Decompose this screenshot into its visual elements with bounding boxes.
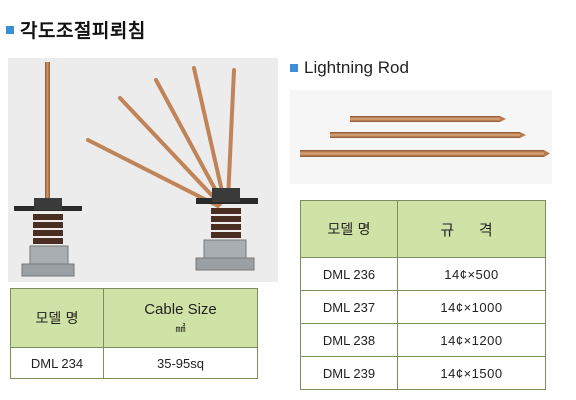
cell-model: DML 239 (300, 356, 398, 390)
table-row: DML 238 14¢×1200 (300, 323, 546, 357)
cell-cable-size: 35-95sq (103, 347, 258, 379)
table-row: DML 239 14¢×1500 (300, 356, 546, 390)
table-header-row: 모델 명 규 격 (300, 200, 546, 258)
bullet-square-icon (290, 64, 298, 72)
cell-spec: 14¢×1000 (397, 290, 546, 324)
cell-model: DML 236 (300, 257, 398, 291)
header-model: 모델 명 (10, 288, 104, 348)
table-row: DML 236 14¢×500 (300, 257, 546, 291)
section-title-lightning-rod: Lightning Rod (290, 58, 409, 78)
header-spec: 규 격 (397, 200, 546, 258)
angle-rod-illustration (14, 62, 258, 277)
spec-table: 모델 명 규 격 DML 236 14¢×500 DML 237 14¢×100… (300, 200, 546, 390)
angle-rod-photo (8, 58, 278, 282)
header-model: 모델 명 (300, 200, 398, 258)
lightning-rod-illustration (300, 116, 550, 157)
header-cable-size-label: Cable Size (144, 301, 217, 318)
header-cable-size: Cable Size ㎟ (103, 288, 258, 348)
table-row: DML 234 35-95sq (10, 347, 258, 379)
cell-spec: 14¢×1500 (397, 356, 546, 390)
cell-model: DML 238 (300, 323, 398, 357)
cell-spec: 14¢×1200 (397, 323, 546, 357)
table-row: DML 237 14¢×1000 (300, 290, 546, 324)
cell-spec: 14¢×500 (397, 257, 546, 291)
cable-size-table: 모델 명 Cable Size ㎟ DML 234 35-95sq (10, 288, 258, 379)
cell-model: DML 237 (300, 290, 398, 324)
table-header-row: 모델 명 Cable Size ㎟ (10, 288, 258, 348)
title-text: Lightning Rod (304, 58, 409, 77)
section-title-angle-rod: 각도조절피뢰침 (6, 16, 146, 43)
lightning-rod-photo (290, 90, 552, 184)
header-unit: ㎟ (175, 324, 186, 335)
cell-model: DML 234 (10, 347, 104, 379)
title-text: 각도조절피뢰침 (20, 20, 146, 42)
bullet-square-icon (6, 25, 14, 34)
